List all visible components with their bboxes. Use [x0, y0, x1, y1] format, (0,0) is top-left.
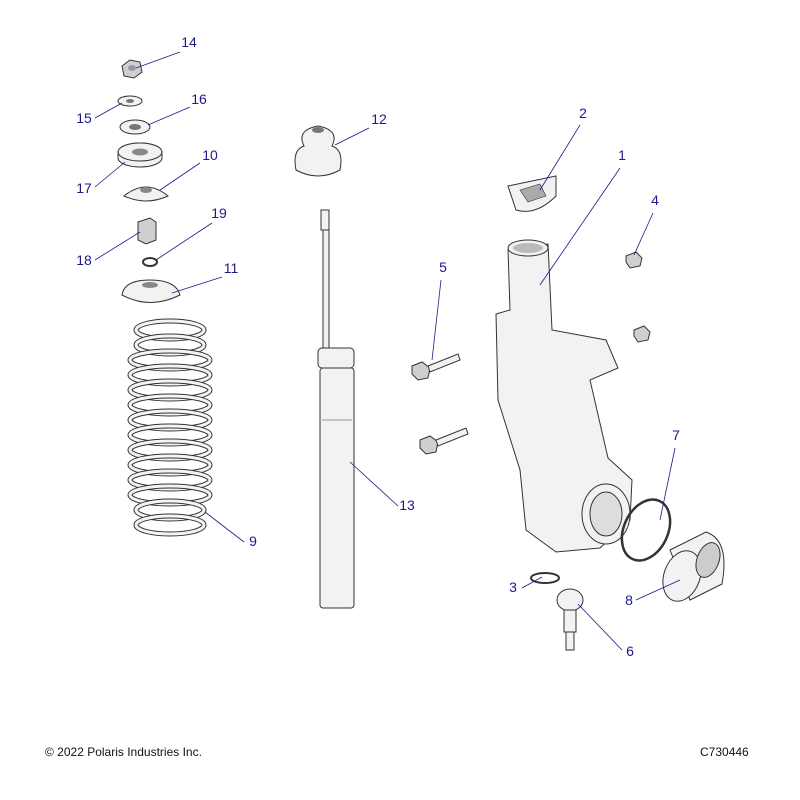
spring-coil [128, 484, 212, 506]
leader-line-2 [539, 124, 581, 191]
copyright-text: © 2022 Polaris Industries Inc. [45, 745, 202, 759]
leader-line-10 [159, 162, 201, 191]
part-washer [117, 95, 143, 107]
part-bolts [411, 353, 469, 455]
spring-coil [134, 319, 206, 341]
part-spacer [137, 217, 157, 245]
part-nut-2 [633, 325, 651, 343]
spring-coil [128, 394, 212, 416]
part-coil-spring [127, 318, 213, 537]
leader-line-8 [635, 579, 681, 601]
leader-line-14 [135, 51, 181, 69]
part-cup-washer [123, 186, 169, 202]
callout-13: 13 [399, 497, 415, 513]
callout-15: 15 [76, 110, 92, 126]
part-ball-joint [556, 588, 584, 651]
part-bump-stop [294, 125, 342, 177]
leader-line-5 [431, 279, 442, 361]
callout-2: 2 [579, 105, 587, 121]
callout-3: 3 [509, 579, 517, 595]
callout-1: 1 [618, 147, 626, 163]
part-circlip [620, 498, 672, 562]
leader-line-4 [633, 212, 654, 256]
part-bearing-mount [117, 142, 163, 168]
drawing-number: C730446 [700, 745, 749, 759]
leader-line-6 [577, 603, 623, 651]
spring-coil [128, 424, 212, 446]
part-washer-large [119, 119, 151, 135]
callout-19: 19 [211, 205, 227, 221]
part-snap-ring [530, 572, 560, 584]
part-wheel-bearing [662, 531, 725, 602]
callout-14: 14 [181, 34, 197, 50]
part-steering-knuckle [495, 239, 633, 553]
callout-18: 18 [76, 252, 92, 268]
callout-5: 5 [439, 259, 447, 275]
leader-line-13 [349, 461, 399, 507]
callout-11: 11 [224, 260, 239, 276]
spring-coil [134, 334, 206, 356]
leader-line-1 [539, 167, 621, 286]
callout-16: 16 [191, 91, 207, 107]
spring-coil [128, 439, 212, 461]
spring-coil [128, 454, 212, 476]
leader-line-11 [171, 276, 223, 294]
callout-8: 8 [625, 592, 633, 608]
part-upper-seat [507, 175, 557, 212]
leader-line-16 [147, 106, 191, 126]
part-o-ring [142, 257, 158, 267]
leader-line-19 [155, 222, 213, 261]
leader-line-18 [94, 231, 141, 261]
leader-line-3 [521, 576, 543, 589]
part-spring-retainer [121, 279, 181, 303]
leader-line-15 [94, 102, 123, 119]
spring-coil [134, 499, 206, 521]
leader-line-9 [204, 511, 245, 543]
spring-coil [128, 469, 212, 491]
callout-10: 10 [202, 147, 218, 163]
part-strut-cartridge [317, 209, 355, 609]
leader-line-12 [334, 127, 370, 146]
leader-line-7 [659, 447, 676, 521]
callout-9: 9 [249, 533, 257, 549]
callout-4: 4 [651, 192, 659, 208]
spring-coil [134, 514, 206, 536]
callout-17: 17 [76, 180, 92, 196]
part-nut-top [121, 59, 143, 79]
leader-line-17 [94, 161, 126, 188]
spring-coil [128, 349, 212, 371]
callout-12: 12 [371, 111, 387, 127]
callout-7: 7 [672, 427, 680, 443]
spring-coil [128, 364, 212, 386]
callout-6: 6 [626, 643, 634, 659]
spring-coil [128, 409, 212, 431]
spring-coil [128, 379, 212, 401]
part-nut [625, 251, 643, 269]
